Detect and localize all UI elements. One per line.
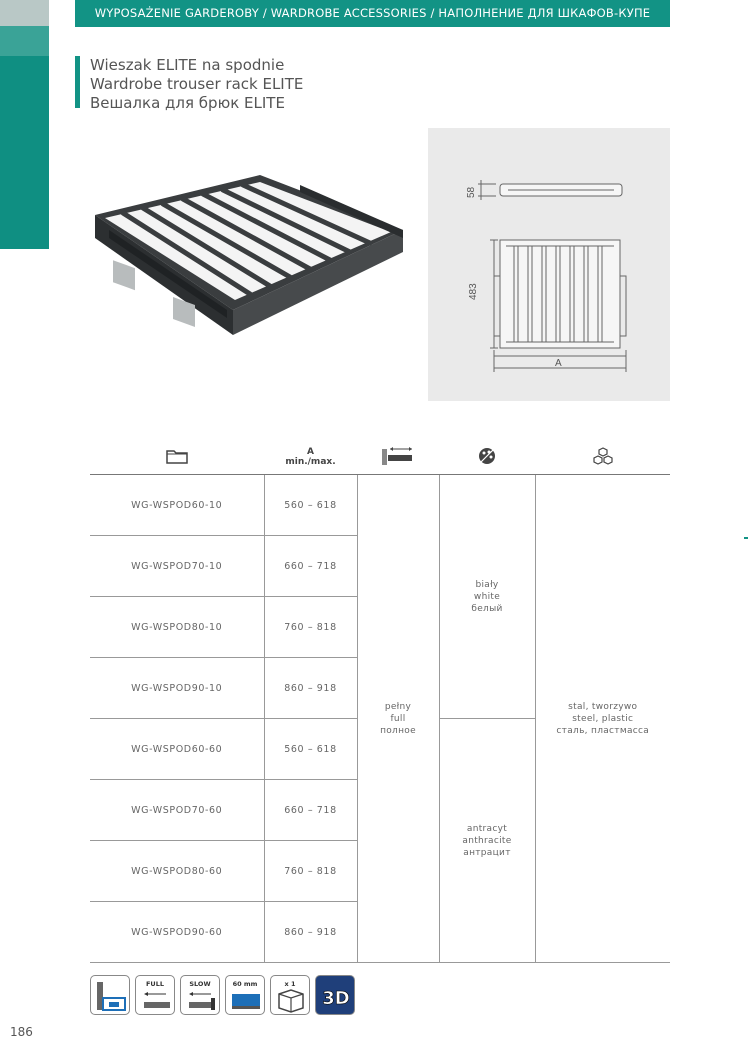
product-title-block: Wieszak ELITE na spodnie Wardrobe trouse… [75,56,304,112]
table-row: WG-WSPOD80-10 760 – 818 [90,596,670,658]
side-tab-mid [0,26,49,56]
margin-mark [744,537,748,539]
product-table: A min./max. [90,440,670,963]
table-row: WG-WSPOD70-10 660 – 718 [90,535,670,597]
color-anthracite-en: anthracite [462,835,512,846]
product-title-ru: Вешалка для брюк ELITE [90,94,285,112]
size-label: 60 mm [232,980,258,988]
dim-sub-label: min./max. [285,457,336,467]
folder-icon [166,449,188,464]
technical-drawing: 58 483 A [466,180,627,372]
drawer-height-icon: 60 mm [225,975,265,1015]
product-code: WG-WSPOD90-10 [90,657,265,719]
dimension-range: 660 – 718 [264,535,358,597]
header-code [90,440,264,475]
material-en: steel, plastic [572,713,634,724]
page-number: 186 [10,1025,33,1039]
material-pl: stal, tworzywo [568,701,638,712]
color-white-cell: biały white белый [439,474,536,719]
full-extension-feature-icon: FULL [135,975,175,1015]
color-anthracite-ru: антрацит [463,847,511,858]
height-dimension: 58 [466,186,477,198]
extension-ru: полное [380,725,416,736]
material-ru: сталь, пластмасса [556,725,650,736]
product-title-pl: Wieszak ELITE na spodnie [90,56,285,74]
side-tab-top [0,0,49,26]
table-row: WG-WSPOD90-10 860 – 918 [90,657,670,719]
extension-en: full [390,713,406,724]
color-white-pl: biały [475,579,499,590]
material-cell: stal, tworzywo steel, plastic сталь, пла… [535,474,670,963]
table-row: WG-WSPOD60-10 560 – 618 pełny full полно… [90,474,670,963]
product-code: WG-WSPOD60-10 [90,474,265,536]
full-label: FULL [145,980,164,988]
dim-a-label: A [307,447,314,457]
technical-drawing-panel: 58 483 A [428,128,670,401]
product-photo [95,175,403,335]
product-code: WG-WSPOD70-10 [90,535,265,597]
mounting-type-icon [90,975,130,1015]
depth-dimension: 483 [468,283,479,300]
table-row: WG-WSPOD60-60 560 – 618 antracyt anthrac… [90,718,670,963]
slow-label: SLOW [189,980,211,988]
width-dimension: A [555,358,562,369]
category-header: WYPOSAŻENIE GARDEROBY / WARDROBE ACCESSO… [75,0,670,27]
extension-cell: pełny full полное [357,474,440,963]
header-extension [357,440,439,475]
product-code: WG-WSPOD90-60 [90,901,265,963]
table-row: WG-WSPOD90-60 860 – 918 [90,901,670,963]
3d-model-icon[interactable]: 3D [315,975,355,1015]
dimension-range: 860 – 918 [264,901,358,963]
color-white-en: white [473,591,501,602]
cubes-icon [592,446,613,465]
header-color [439,440,535,475]
table-row: WG-WSPOD70-60 660 – 718 [90,779,670,841]
soft-close-icon: SLOW [180,975,220,1015]
color-anthracite-pl: antracyt [466,823,508,834]
full-extension-icon [382,446,412,465]
extension-pl: pełny [384,701,412,712]
side-section-tab [0,56,49,249]
color-anthracite-cell: antracyt anthracite антрацит [439,718,536,963]
header-dimension: A min./max. [264,440,357,475]
dimension-range: 760 – 818 [264,840,358,902]
dimension-range: 760 – 818 [264,596,358,658]
product-code: WG-WSPOD70-60 [90,779,265,841]
product-title-en: Wardrobe trouser rack ELITE [90,75,304,93]
header-material [535,440,670,475]
product-code: WG-WSPOD80-10 [90,596,265,658]
palette-icon [479,447,495,464]
package-quantity-icon: x 1 [270,975,310,1015]
dimension-range: 860 – 918 [264,657,358,719]
product-code: WG-WSPOD60-60 [90,718,265,780]
dimension-range: 660 – 718 [264,779,358,841]
color-white-ru: белый [471,603,503,614]
dimension-range: 560 – 618 [264,474,358,536]
table-row: WG-WSPOD80-60 760 – 818 [90,840,670,902]
qty-label: x 1 [284,980,296,988]
three-d-label: 3D [322,988,349,1009]
dimension-range: 560 – 618 [264,718,358,780]
product-code: WG-WSPOD80-60 [90,840,265,902]
